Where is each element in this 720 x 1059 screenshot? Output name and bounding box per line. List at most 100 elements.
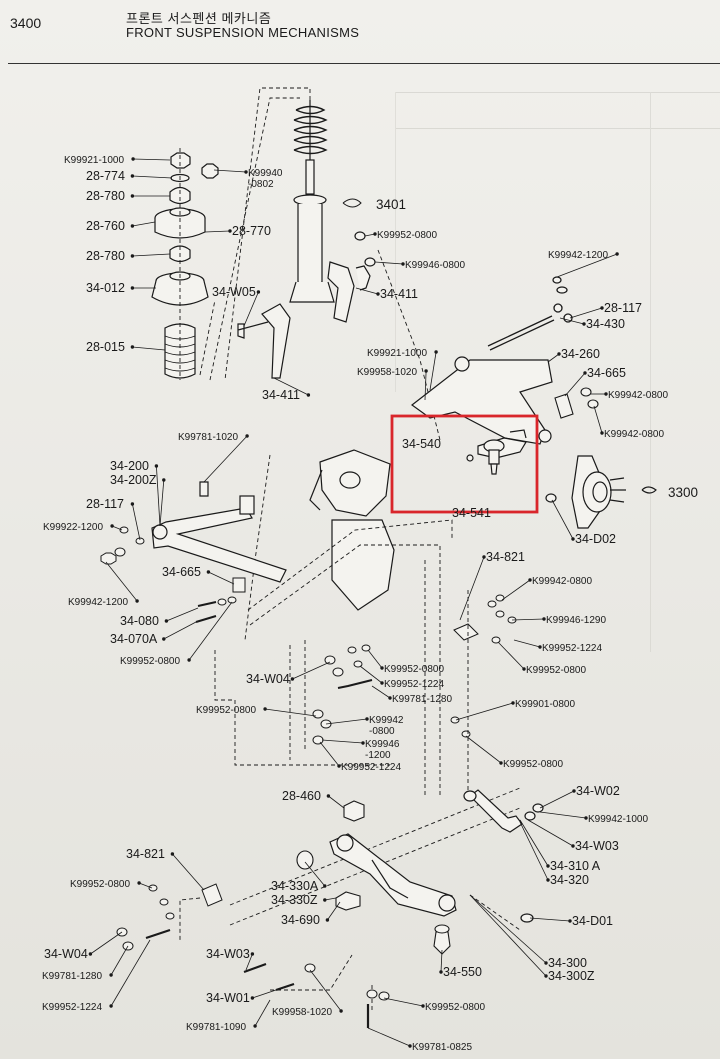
leader-dot — [88, 952, 93, 956]
leader-line — [497, 641, 525, 670]
leader-dot — [376, 292, 380, 296]
leader-line — [166, 607, 199, 622]
part-callout-k99952-0800-d: K99952-0800 — [384, 664, 444, 675]
leader-line — [527, 819, 574, 847]
leader-line — [245, 953, 253, 971]
leader-dot — [557, 352, 561, 356]
group-ref-3401: 3401 — [342, 197, 406, 212]
leader-dot — [290, 677, 295, 681]
leader-dot — [584, 816, 588, 820]
leader-line — [529, 917, 571, 922]
leader-dot — [542, 617, 546, 621]
leader-line — [292, 661, 331, 680]
leader-dot — [337, 764, 341, 768]
leader-dot — [130, 224, 135, 228]
leader-dot — [244, 170, 248, 174]
part-callout-34-330a: 34-330A — [271, 879, 319, 893]
part-callout-k99942-0800-d: K99942-0800 — [369, 715, 404, 737]
part-callout-34-665-r: 34-665 — [587, 366, 626, 380]
part-callout-34-300z: 34-300Z — [548, 969, 595, 983]
part-callout-k99781-1090: K99781-1090 — [186, 1022, 246, 1033]
leader-dot — [130, 194, 135, 198]
part-callout-34-w03-l: 34-W03 — [206, 947, 250, 961]
leader-dot — [439, 970, 443, 974]
leader-dot — [583, 371, 587, 375]
leader-dot — [615, 252, 619, 256]
part-callout-34-200z: 34-200Z — [110, 473, 157, 487]
leader-line — [188, 601, 233, 661]
leader-line — [539, 790, 575, 809]
leader-dot — [511, 701, 515, 705]
upper-ball-joint — [466, 429, 527, 475]
leader-dot — [528, 578, 532, 582]
leader-dot — [544, 961, 548, 965]
leader-dot — [228, 229, 232, 233]
leader-dot — [135, 599, 139, 603]
part-callout-34-411-a: 34-411 — [380, 287, 418, 301]
strut-rod-34-310 — [463, 789, 544, 923]
leader-dot — [256, 290, 261, 294]
leader-line — [556, 253, 618, 278]
leader-line — [156, 465, 161, 527]
leader-line — [519, 821, 549, 881]
leader-line — [110, 939, 151, 1007]
part-callout-k99942-0800-b: K99942-0800 — [604, 429, 664, 440]
part-callout-k99781-0825: K99781-0825 — [412, 1042, 472, 1053]
upper-control-arm — [410, 356, 553, 445]
part-callout-k99958-1020-a: K99958-1020 — [357, 367, 417, 378]
part-callout-k99922-1200: K99922-1200 — [43, 522, 103, 533]
leader-line — [273, 377, 309, 396]
leader-line — [593, 405, 603, 434]
leader-dot — [253, 1024, 257, 1028]
part-callout-34-w04-top: 34-W04 — [246, 672, 290, 686]
leader-line — [254, 999, 271, 1027]
part-callout-k99781-1020: K99781-1020 — [178, 432, 238, 443]
leader-dot — [326, 794, 331, 798]
leader-dot — [187, 658, 191, 662]
part-callout-34-w01: 34-W01 — [206, 991, 250, 1005]
leader-dot — [434, 350, 438, 354]
leader-line — [265, 708, 317, 717]
part-callout-k99921-1000-mid: K99921-1000 — [367, 348, 427, 359]
leader-line — [367, 1027, 411, 1047]
page-title: FRONT SUSPENSION MECHANISMS — [126, 25, 360, 40]
leader-line — [321, 739, 364, 744]
leader-line — [304, 861, 326, 887]
leader-dot — [339, 1009, 343, 1013]
part-callout-k99942-0800-c: K99942-0800 — [532, 576, 592, 587]
leader-dot — [546, 878, 550, 882]
group-ref-3300-text: 3300 — [668, 485, 698, 500]
leader-line — [172, 853, 205, 891]
part-callout-34-260: 34-260 — [561, 347, 600, 361]
leader-dot — [482, 555, 486, 559]
leader-line — [501, 579, 531, 601]
leader-line — [132, 175, 173, 179]
part-callout-28-760: 28-760 — [86, 219, 125, 233]
part-callout-k99952-0800-g: K99952-0800 — [70, 879, 130, 890]
leader-line — [469, 894, 547, 977]
leader-line — [429, 351, 437, 391]
leader-dot — [373, 232, 377, 236]
part-callout-34-665-l: 34-665 — [162, 565, 201, 579]
part-callout-k99958-1020-b: K99958-1020 — [272, 1007, 332, 1018]
part-callout-28-780-b: 28-780 — [86, 249, 125, 263]
leader-dot — [323, 898, 327, 902]
leader-dot — [250, 952, 255, 956]
suspension-crossmember — [309, 449, 395, 611]
leader-line — [559, 317, 585, 325]
bushings-lower — [296, 800, 451, 955]
leader-dot — [323, 884, 327, 888]
page-number: 3400 — [10, 15, 42, 31]
leader-dot — [571, 537, 575, 541]
part-callout-34-300: 34-300 — [548, 956, 587, 970]
part-callout-34-690: 34-690 — [281, 913, 320, 927]
leader-line — [243, 291, 259, 327]
leader-dot — [546, 864, 550, 868]
leader-dot — [250, 996, 255, 1000]
leader-dot — [110, 524, 114, 528]
leader-line — [511, 618, 545, 621]
part-callout-34-411-b: 34-411 — [262, 388, 300, 402]
hardware-stack-right — [453, 594, 517, 644]
